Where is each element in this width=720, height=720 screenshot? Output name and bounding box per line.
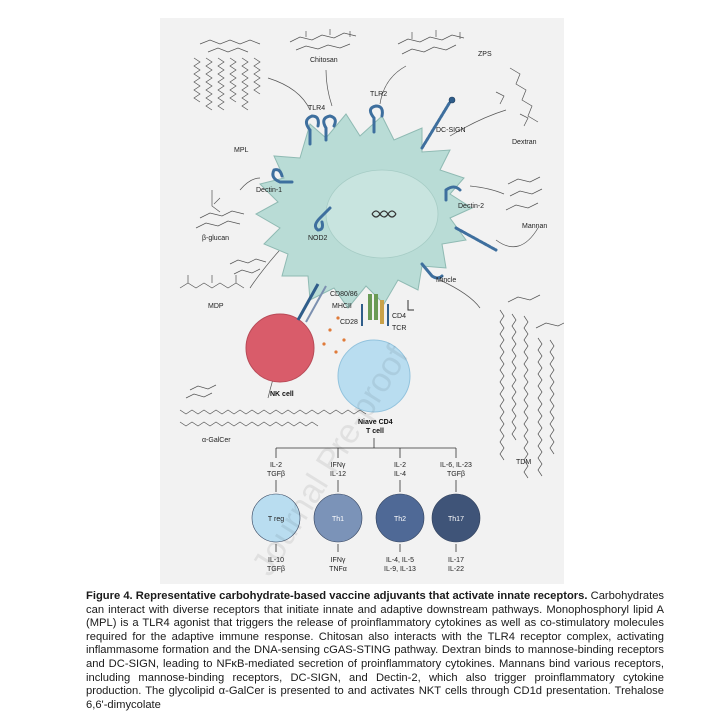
label-dectin2: Dectin-2: [458, 203, 484, 210]
subset-name: T reg: [268, 516, 284, 523]
label-tlr4: TLR4: [308, 105, 325, 112]
label-alpha-galcer: α-GalCer: [202, 437, 231, 444]
binding-arrows: [239, 65, 539, 399]
figure-caption: Figure 4. Representative carbohydrate-ba…: [86, 590, 664, 712]
subset-input2: IL-12: [330, 471, 346, 478]
dc-sign-receptor-icon: [420, 96, 456, 150]
label-nk-cell: NK cell: [270, 391, 294, 398]
label-mhcii: MHCII: [332, 303, 352, 310]
label-dextran: Dextran: [512, 139, 537, 146]
label-cd28: CD28: [340, 319, 358, 326]
subset-input2: TGFβ: [447, 471, 465, 478]
label-mannan: Mannan: [522, 223, 547, 230]
subset-input1: IL-2: [394, 462, 406, 469]
mincle-receptor-icon: [420, 262, 444, 280]
label-beta-glucan: β-glucan: [202, 235, 229, 242]
subset-output2: TNFα: [329, 566, 347, 573]
nk-receptor-icon: [296, 283, 327, 323]
label-dc-sign: DC-SIGN: [436, 127, 466, 134]
subset-output2: IL-22: [448, 566, 464, 573]
beta-glucan-structure: [195, 190, 245, 229]
tlr4-receptor-icon: [305, 114, 337, 146]
label-cd4: CD4: [392, 313, 406, 320]
zps-structure: [397, 30, 465, 55]
chitosan-structure: [289, 29, 357, 51]
label-nod2: NOD2: [308, 235, 328, 242]
subset-output1: IL-17: [448, 557, 464, 564]
label-naive-line1: Niave CD4: [358, 419, 393, 426]
mannan-structure: [505, 176, 543, 211]
caption-title: Figure 4. Representative carbohydrate-ba…: [86, 590, 588, 602]
label-naive-line2: T cell: [366, 428, 384, 435]
subset-input2: TGFβ: [267, 471, 285, 478]
mdp-structure: [179, 258, 267, 289]
dna-icon: [371, 210, 397, 218]
mpl-structure: [193, 39, 261, 111]
subset-cell: [251, 493, 301, 543]
label-tcr: TCR: [392, 325, 406, 332]
subset-input1: IL-6, IL-23: [440, 462, 472, 469]
subset-output1: IFNγ: [331, 557, 346, 564]
subset-output2: IL-9, IL-13: [384, 566, 416, 573]
subset-input1: IFNγ: [331, 462, 346, 469]
subset-name: Th1: [332, 516, 344, 523]
nucleus: [325, 169, 439, 259]
subset-output1: IL-4, IL-5: [386, 557, 414, 564]
subset-name: Th2: [394, 516, 406, 523]
subset-input1: IL-2: [270, 462, 282, 469]
figure-panel: Chitosan ZPS MPL Dextran β-glucan Mannan…: [160, 18, 564, 584]
label-dectin1: Dectin-1: [256, 187, 282, 194]
subset-name: Th17: [448, 516, 464, 523]
naive-cd4-t-cell: [337, 339, 411, 413]
dextran-structure: [495, 67, 539, 127]
label-mdp: MDP: [208, 303, 224, 310]
label-chitosan: Chitosan: [310, 57, 338, 64]
immune-synapse: [361, 294, 414, 326]
label-zps: ZPS: [478, 51, 492, 58]
subset-cell: [431, 493, 481, 543]
caption-body: Carbohydrates can interact with diverse …: [86, 590, 665, 711]
label-tlr2: TLR2: [370, 91, 387, 98]
dectin2-receptor-icon: [444, 185, 462, 202]
tdm-structure: [499, 294, 564, 479]
label-cd80-86: CD80/86: [330, 291, 358, 298]
subset-input2: IL-4: [394, 471, 406, 478]
subset-cell: [313, 493, 363, 543]
mannose-receptor-icon: [454, 226, 498, 252]
differentiation-tree: [275, 438, 457, 552]
cytokine-dots: [322, 316, 346, 354]
subset-cell: [375, 493, 425, 543]
label-mpl: MPL: [234, 147, 249, 154]
label-mincle: Mincle: [436, 277, 456, 284]
tlr2-receptor-icon: [369, 104, 384, 134]
subset-output1: IL-10: [268, 557, 284, 564]
nod2-receptor-icon: [313, 206, 332, 232]
nk-cell: [245, 313, 315, 383]
label-tdm: TDM: [516, 459, 531, 466]
subset-output2: TGFβ: [267, 566, 285, 573]
alpha-galcer-structure: [179, 384, 367, 427]
adjuvant-diagram: Chitosan ZPS MPL Dextran β-glucan Mannan…: [179, 29, 564, 573]
dectin1-receptor-icon: [271, 168, 294, 184]
